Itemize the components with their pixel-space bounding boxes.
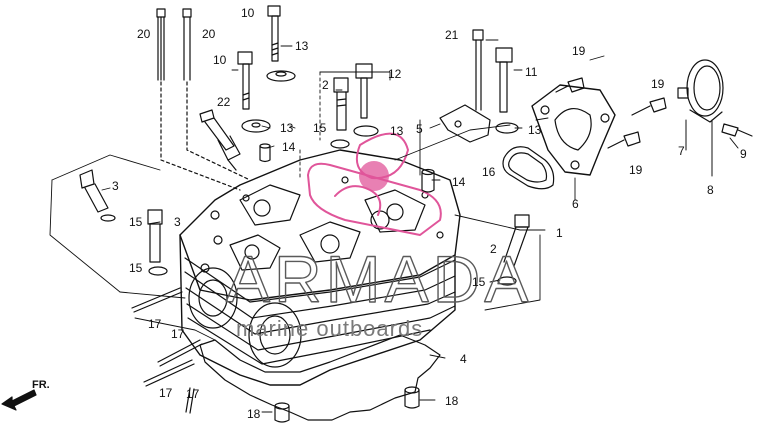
head-bolt-20-right bbox=[182, 8, 192, 81]
part-label: 22 bbox=[217, 95, 231, 109]
fitting-3-lower bbox=[147, 209, 163, 263]
part-label: 15 bbox=[129, 215, 143, 229]
fitting-2-top bbox=[333, 77, 349, 131]
part-label: 14 bbox=[452, 175, 466, 189]
part-label: 19 bbox=[651, 77, 665, 91]
watermark-brand: ARMADA bbox=[226, 242, 532, 316]
stud-17-d bbox=[185, 387, 195, 414]
bolt-19-bottom bbox=[607, 131, 641, 149]
dowel-18-right bbox=[404, 386, 420, 409]
stud-17-c bbox=[143, 359, 195, 387]
stud-17-b bbox=[157, 339, 203, 367]
bolt-10-top bbox=[267, 5, 281, 62]
part-label: 16 bbox=[482, 165, 496, 179]
bolt-19-top bbox=[555, 77, 585, 93]
part-label: 20 bbox=[137, 27, 151, 41]
bolt-11 bbox=[495, 47, 513, 113]
part-label: 17 bbox=[171, 327, 185, 341]
washer-15-top bbox=[330, 139, 350, 149]
part-label: 8 bbox=[707, 183, 714, 197]
hose-clamp-8 bbox=[686, 59, 724, 123]
stud-17-a bbox=[131, 287, 183, 313]
part-label: 3 bbox=[174, 215, 181, 229]
part-label: 12 bbox=[388, 67, 402, 81]
washer-13-center bbox=[353, 125, 379, 137]
part-label: 10 bbox=[213, 53, 227, 67]
washer-15-lower bbox=[148, 266, 168, 276]
part-label: 20 bbox=[202, 27, 216, 41]
part-label: 17 bbox=[159, 386, 173, 400]
part-label: 13 bbox=[295, 39, 309, 53]
front-arrow-icon bbox=[1, 389, 37, 411]
part-label: 2 bbox=[490, 242, 497, 256]
bolt-10-left bbox=[237, 51, 253, 110]
part-label: 15 bbox=[129, 261, 143, 275]
part-label: 13 bbox=[390, 124, 404, 138]
dowel-18-left bbox=[274, 402, 290, 423]
part-label: 9 bbox=[740, 147, 747, 161]
part-label: 21 bbox=[445, 28, 459, 42]
dowel-14-left bbox=[259, 143, 271, 163]
cylinder-head bbox=[179, 149, 461, 386]
part-label: 13 bbox=[280, 121, 294, 135]
watermark-dot bbox=[359, 161, 389, 191]
part-label: 19 bbox=[629, 163, 643, 177]
thermostat-cover-6 bbox=[531, 84, 616, 176]
leader-lines bbox=[49, 39, 605, 413]
part-label: 11 bbox=[525, 65, 538, 79]
screw-9 bbox=[721, 123, 753, 137]
dowel-14-right bbox=[421, 168, 435, 193]
washer-13-left bbox=[241, 119, 271, 133]
bolt-19-middle bbox=[631, 97, 667, 116]
part-label: 17 bbox=[186, 387, 200, 401]
part-number-labels: 20 20 10 10 13 13 13 13 21 19 19 19 22 2… bbox=[112, 6, 747, 421]
gasket-16 bbox=[502, 146, 555, 190]
bolt-12 bbox=[355, 63, 373, 119]
nut-7 bbox=[677, 87, 689, 99]
head-gasket bbox=[199, 334, 441, 421]
part-label: 18 bbox=[445, 394, 459, 408]
leader-20b bbox=[186, 81, 251, 181]
bracket-5 bbox=[439, 104, 491, 143]
washer-13-top bbox=[266, 70, 296, 82]
part-label: 2 bbox=[322, 78, 329, 92]
fitting-3-upper bbox=[79, 169, 109, 213]
front-arrow-label: FR. bbox=[32, 379, 50, 391]
washer-15-right bbox=[497, 276, 517, 286]
leader-20a bbox=[160, 81, 241, 191]
head-bolt-20-left bbox=[156, 8, 166, 81]
part-label: 13 bbox=[528, 123, 542, 137]
part-label: 15 bbox=[313, 121, 327, 135]
part-label: 4 bbox=[460, 352, 467, 366]
fitting-2-right bbox=[503, 214, 530, 267]
part-label: 15 bbox=[472, 275, 486, 289]
part-label: 10 bbox=[241, 6, 255, 20]
watermark-tagline: marine outboards bbox=[236, 316, 423, 341]
part-label: 5 bbox=[416, 122, 423, 136]
part-label: 18 bbox=[247, 407, 261, 421]
part-label: 14 bbox=[282, 140, 296, 154]
spark-plug-22 bbox=[199, 109, 241, 171]
washer-15-upper bbox=[100, 214, 116, 222]
part-label: 17 bbox=[148, 317, 162, 331]
bolt-21 bbox=[472, 29, 484, 111]
part-label: 3 bbox=[112, 179, 119, 193]
part-label: 6 bbox=[572, 197, 579, 211]
part-label: 19 bbox=[572, 44, 586, 58]
part-label: 1 bbox=[556, 226, 563, 240]
part-label: 7 bbox=[678, 144, 685, 158]
